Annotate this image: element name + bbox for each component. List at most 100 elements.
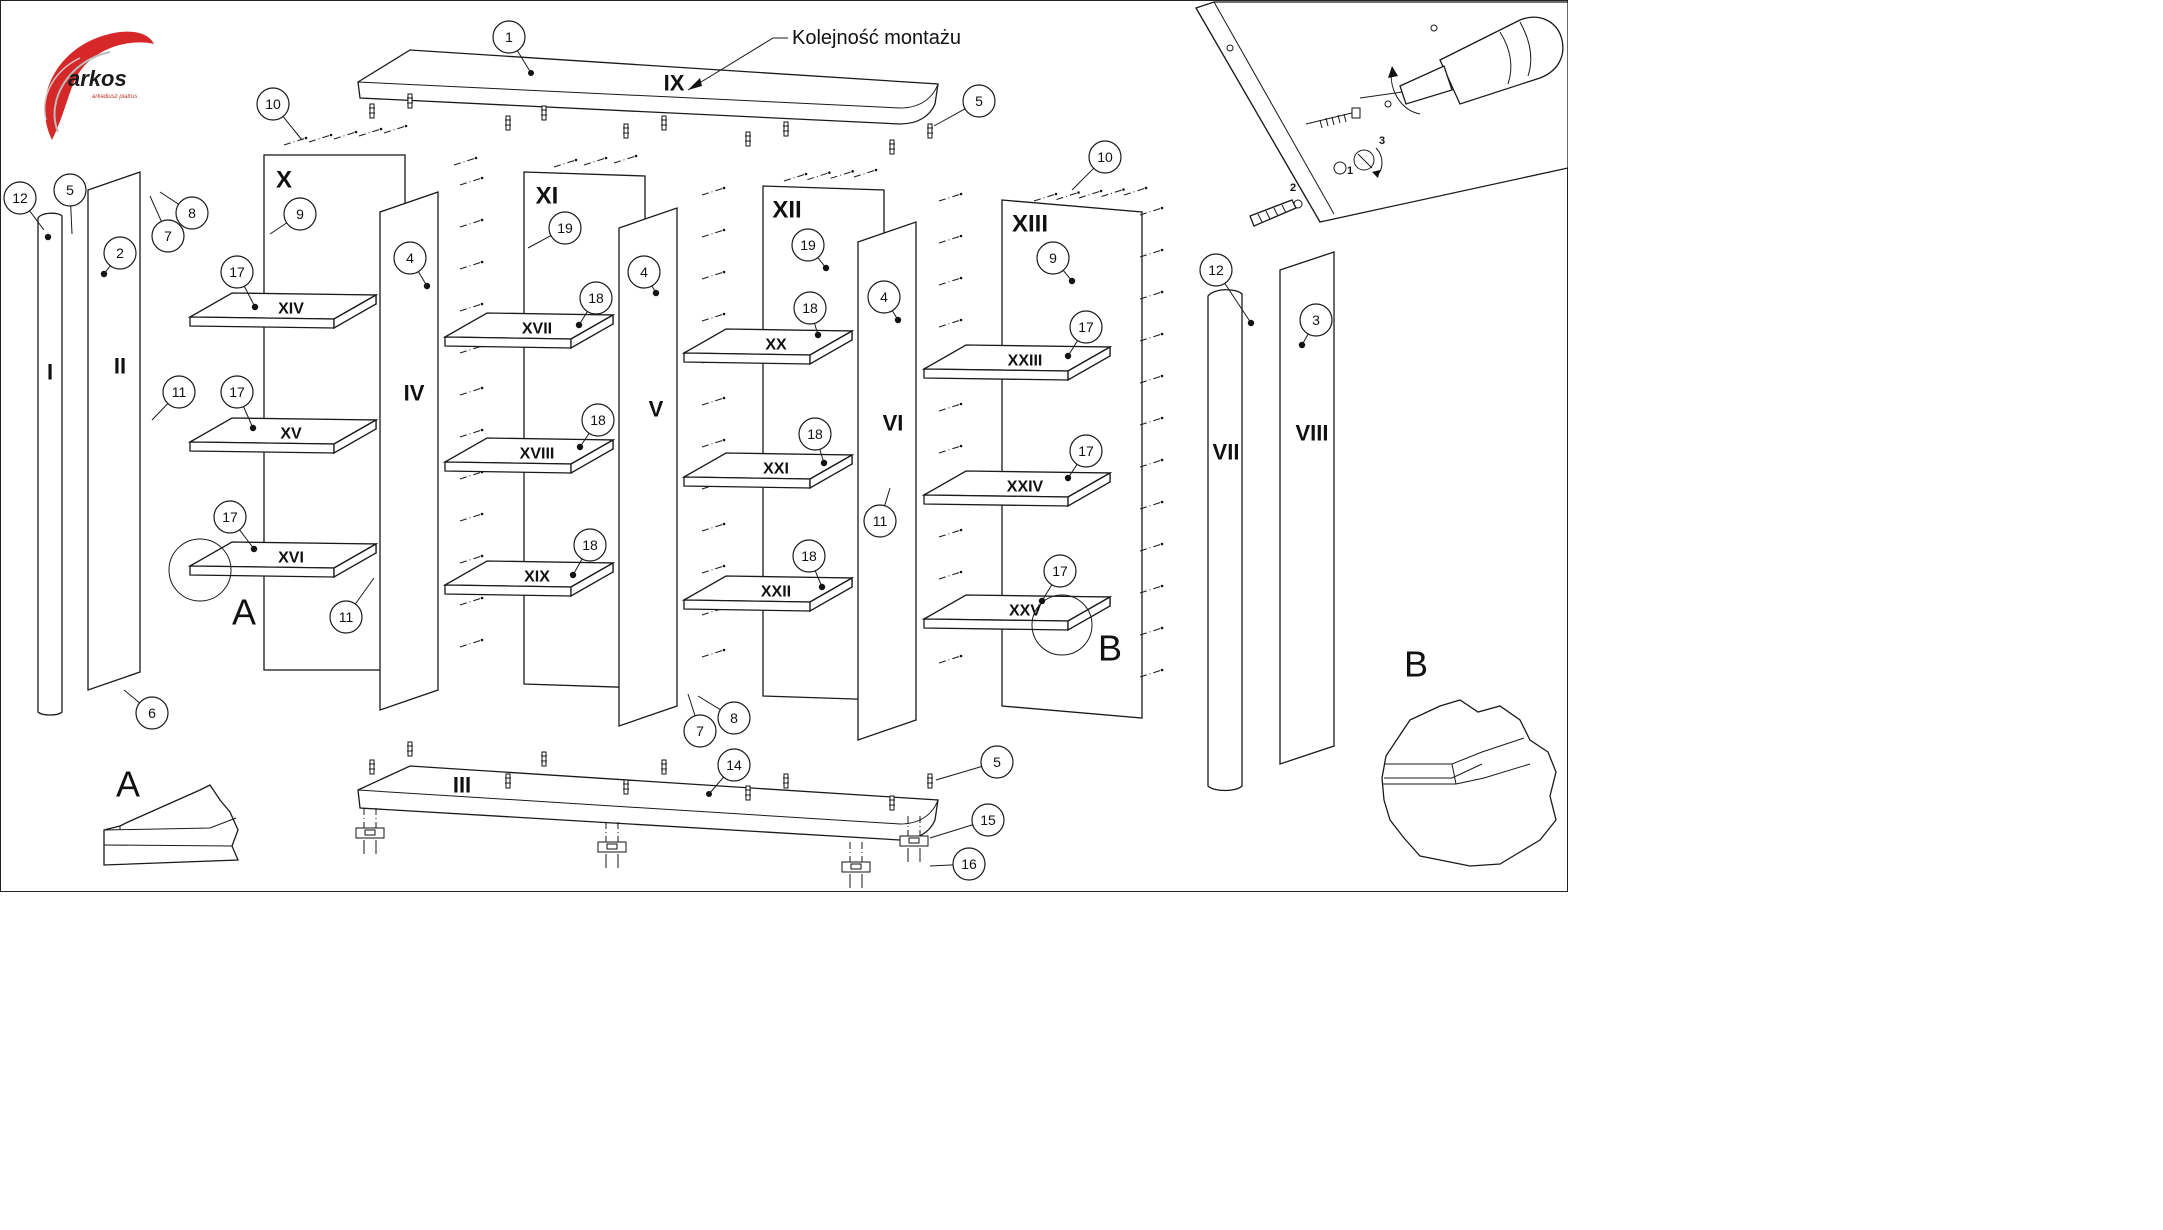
callout-15: 15 bbox=[929, 803, 1005, 839]
callout-4: 4 bbox=[393, 241, 428, 287]
diagram-canvas: arkos arkadiusz piatrus IX Kolejność mon… bbox=[3, 1, 1568, 888]
callout-9: 9 bbox=[1036, 241, 1073, 282]
shelf-xxiv: XXIV bbox=[921, 470, 1113, 508]
detail-inset-a: A bbox=[103, 764, 239, 866]
svg-text:10: 10 bbox=[1097, 149, 1113, 165]
shelf-xix: XIX bbox=[442, 560, 616, 598]
svg-text:5: 5 bbox=[975, 93, 983, 109]
base-hardware bbox=[355, 741, 933, 888]
svg-text:5: 5 bbox=[993, 754, 1001, 770]
dowel-icon bbox=[1249, 199, 1303, 227]
shelf-xxii: XXII bbox=[681, 575, 855, 613]
step-2: 2 bbox=[1290, 182, 1296, 194]
shelf-xxv: XXV bbox=[921, 594, 1113, 632]
shelf-xvi: XVI bbox=[187, 541, 379, 579]
label-xviii: XVIII bbox=[520, 446, 555, 463]
callout-18: 18 bbox=[578, 281, 613, 326]
detail-label-a: A bbox=[232, 592, 256, 633]
detail-inset-b: B bbox=[1381, 644, 1557, 867]
shelf-xxi: XXI bbox=[681, 452, 855, 490]
callout-17: 17 bbox=[1041, 554, 1077, 602]
svg-text:7: 7 bbox=[164, 228, 172, 244]
callout-11: 11 bbox=[329, 577, 375, 634]
svg-text:2: 2 bbox=[116, 245, 124, 261]
callout-18: 18 bbox=[579, 403, 615, 448]
divider-iv: IV bbox=[379, 191, 439, 711]
callout-8: 8 bbox=[159, 191, 209, 230]
label-xxiii: XXIII bbox=[1008, 353, 1043, 370]
shelf-xiv: XIV bbox=[187, 292, 379, 330]
divider-vi: VI bbox=[857, 221, 917, 741]
front-strip-i: I bbox=[37, 212, 63, 716]
svg-text:1: 1 bbox=[505, 29, 513, 45]
label-xiii: XIII bbox=[1012, 211, 1048, 238]
callout-17: 17 bbox=[1067, 434, 1103, 479]
screwdriver-icon bbox=[1359, 16, 1564, 105]
label-xix: XIX bbox=[524, 569, 550, 586]
svg-text:10: 10 bbox=[265, 96, 281, 112]
svg-text:8: 8 bbox=[188, 205, 196, 221]
label-ii: II bbox=[114, 354, 126, 379]
label-v: V bbox=[649, 397, 664, 422]
back-panel-xi: XI bbox=[523, 171, 646, 689]
svg-text:14: 14 bbox=[726, 757, 742, 773]
label-xi: XI bbox=[536, 183, 559, 210]
callout-18: 18 bbox=[572, 528, 607, 576]
svg-text:19: 19 bbox=[557, 220, 573, 236]
levelling-foot-icon bbox=[841, 842, 871, 888]
shelf-xxiii: XXIII bbox=[921, 344, 1113, 382]
svg-text:18: 18 bbox=[590, 412, 606, 428]
callout-8: 8 bbox=[697, 695, 751, 735]
svg-text:17: 17 bbox=[1078, 443, 1094, 459]
svg-text:3: 3 bbox=[1312, 312, 1320, 328]
cam-bolt-icon bbox=[1305, 107, 1361, 129]
assembly-order-note: Kolejność montażu bbox=[687, 27, 961, 91]
label-xxi: XXI bbox=[763, 461, 789, 478]
callout-14: 14 bbox=[708, 748, 751, 795]
svg-text:7: 7 bbox=[696, 723, 704, 739]
label-xv: XV bbox=[280, 426, 302, 443]
callout-5: 5 bbox=[935, 745, 1014, 781]
callout-19: 19 bbox=[527, 211, 582, 249]
label-xvii: XVII bbox=[522, 321, 552, 338]
side-panel-ii: II bbox=[87, 171, 141, 691]
callout-4: 4 bbox=[627, 255, 661, 294]
svg-text:11: 11 bbox=[172, 384, 187, 400]
label-i: I bbox=[47, 360, 53, 385]
callout-16: 16 bbox=[929, 847, 986, 881]
svg-text:9: 9 bbox=[296, 206, 304, 222]
label-xvi: XVI bbox=[278, 550, 304, 567]
svg-text:18: 18 bbox=[807, 426, 823, 442]
label-xx: XX bbox=[765, 337, 787, 354]
svg-text:12: 12 bbox=[12, 190, 28, 206]
svg-text:4: 4 bbox=[880, 289, 888, 305]
inset-label-b: B bbox=[1404, 644, 1428, 685]
callout-18: 18 bbox=[792, 539, 826, 588]
svg-text:5: 5 bbox=[66, 182, 74, 198]
logo-wordmark: arkos bbox=[68, 66, 127, 91]
detail-circle-b bbox=[1031, 594, 1093, 656]
svg-text:8: 8 bbox=[730, 710, 738, 726]
arkos-logo: arkos arkadiusz piatrus bbox=[44, 31, 154, 141]
detail-label-b: B bbox=[1098, 628, 1122, 669]
callout-7: 7 bbox=[149, 195, 185, 253]
callout-5: 5 bbox=[53, 173, 87, 235]
label-xxv: XXV bbox=[1009, 603, 1041, 620]
callout-6: 6 bbox=[123, 689, 169, 730]
label-x: X bbox=[276, 167, 292, 194]
panel-ix: IX bbox=[357, 49, 939, 155]
svg-text:12: 12 bbox=[1208, 262, 1224, 278]
label-iv: IV bbox=[404, 381, 425, 406]
callout-2: 2 bbox=[103, 236, 137, 275]
step-3: 3 bbox=[1379, 135, 1385, 147]
callout-3: 3 bbox=[1299, 303, 1333, 346]
label-ix: IX bbox=[664, 71, 685, 96]
callout-18: 18 bbox=[793, 291, 827, 336]
callout-17: 17 bbox=[213, 500, 255, 550]
levelling-foot-icon bbox=[899, 816, 929, 862]
label-viii: VIII bbox=[1295, 421, 1328, 446]
cam-fitting-inset: 1 2 3 bbox=[1195, 1, 1568, 227]
svg-text:9: 9 bbox=[1049, 250, 1057, 266]
front-strip-vii: VII bbox=[1207, 289, 1243, 792]
